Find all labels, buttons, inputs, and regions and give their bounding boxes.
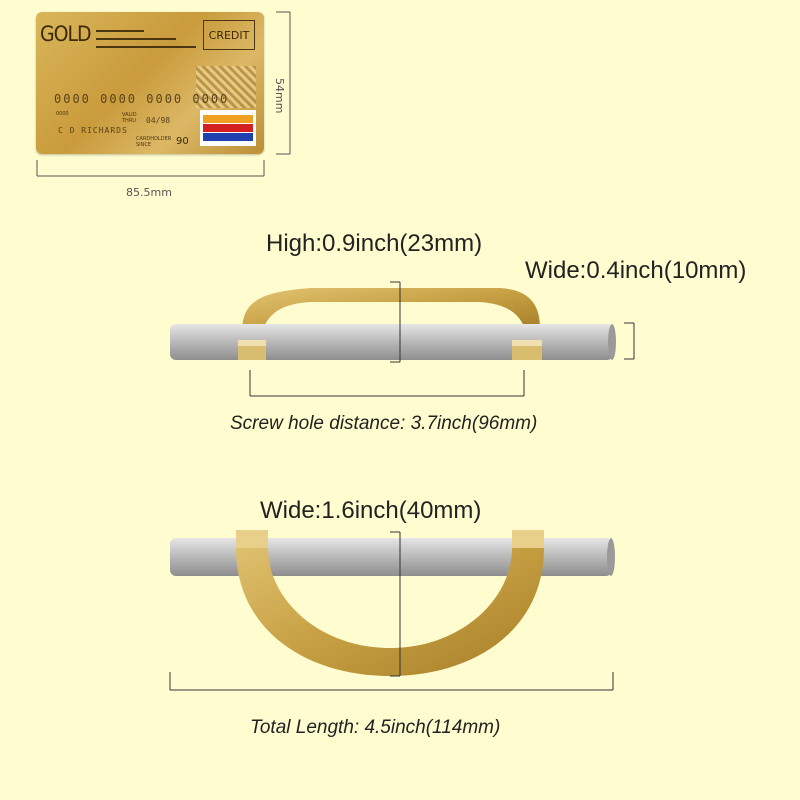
logo-stripe-orange <box>203 115 253 123</box>
card-expiry: 04/98 <box>146 116 171 125</box>
top-width-label: Wide:1.6inch(40mm) <box>260 497 482 524</box>
card-holder-name: C D RICHARDS <box>58 126 128 135</box>
hologram <box>196 66 256 108</box>
side-width-label: Wide:0.4inch(10mm) <box>525 257 747 284</box>
logo-stripe-blue <box>203 133 253 141</box>
credit-card-image: GOLD CREDIT 0000 0000 0000 0000 0000 VAL… <box>36 12 264 154</box>
card-number: 0000 0000 0000 0000 <box>54 92 230 106</box>
screw-distance-label: Screw hole distance: 3.7inch(96mm) <box>230 413 538 434</box>
card-brand: GOLD <box>40 22 92 46</box>
card-width-label: 85.5mm <box>126 186 172 199</box>
card-network-logo <box>200 110 256 146</box>
logo-stripe-red <box>203 124 253 132</box>
card-small-number: 0000 <box>56 111 69 117</box>
card-valid-thru: VALID THRU <box>122 112 137 124</box>
top-bar <box>170 538 612 576</box>
card-line <box>96 46 196 48</box>
side-height-label: High:0.9inch(23mm) <box>266 230 483 257</box>
side-arch <box>242 288 540 332</box>
top-u-handle <box>236 530 544 676</box>
card-holder-since: CARDHOLDER SINCE <box>136 136 172 148</box>
side-bar <box>170 324 613 360</box>
total-length-label: Total Length: 4.5inch(114mm) <box>250 717 501 738</box>
card-since-year: 90 <box>176 136 189 147</box>
card-line <box>96 30 144 32</box>
card-type-label: CREDIT <box>203 20 255 50</box>
card-line <box>96 38 176 40</box>
